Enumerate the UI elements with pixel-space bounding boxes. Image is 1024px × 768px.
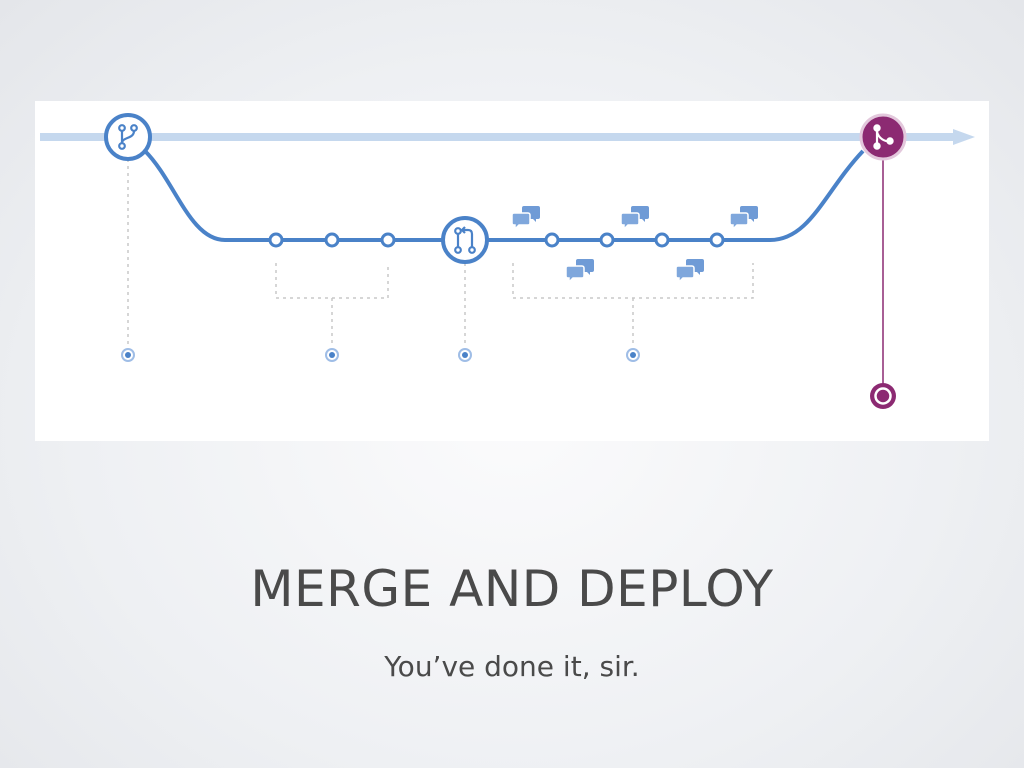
comment-bubbles-icon [511,205,541,230]
target-dot-icon [325,348,339,362]
arrow-head-icon [953,129,975,145]
slide-subtitle: You’ve done it, sir. [384,650,640,683]
target-dot-icon [121,348,135,362]
comment-bubbles-icon [729,205,759,230]
commit-node [709,232,725,248]
git-branch-icon [104,113,152,161]
comment-bubbles-icon [675,258,705,283]
master-line [40,129,975,145]
dotted-guides [127,159,754,344]
target-dot-icon [626,348,640,362]
target-dot-icon [458,348,472,362]
deploy-ring-icon [870,383,896,409]
commit-node [654,232,670,248]
commit-nodes-1 [268,232,396,248]
commit-nodes-2 [544,232,725,248]
commit-node [380,232,396,248]
comment-bubbles-icon [620,205,650,230]
feature-branch-path [143,149,865,242]
comment-bubbles-icon [565,258,595,283]
commit-node [544,232,560,248]
pull-request-icon [441,216,489,264]
slide-title: MERGE AND DEPLOY [250,560,774,618]
commit-node [268,232,284,248]
github-flow-svg [40,113,975,409]
commit-node [324,232,340,248]
git-merge-icon [859,113,907,161]
github-flow-diagram [35,101,989,441]
target-markers [121,348,640,362]
commit-node [599,232,615,248]
